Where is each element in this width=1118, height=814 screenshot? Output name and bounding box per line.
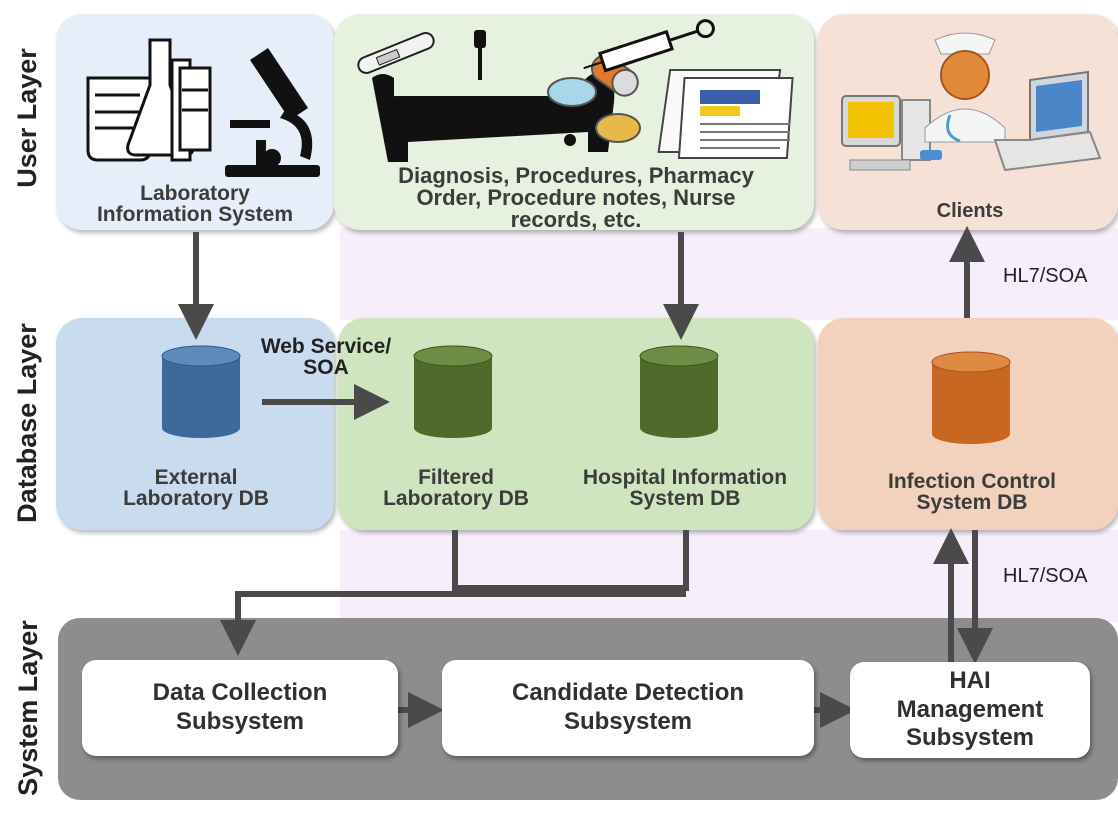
external-lab-db-icon: [161, 345, 241, 438]
layer-band-lower: [340, 530, 1118, 622]
microscope-icon: [225, 48, 320, 177]
lab-information-system-label: Laboratory Information System: [96, 182, 294, 226]
data-collection-subsystem-label: Data Collection Subsystem: [152, 679, 328, 735]
ics-db-icon: [931, 351, 1011, 444]
hai-management-subsystem-label: HAI Management Subsystem: [896, 666, 1044, 752]
data-collection-subsystem[interactable]: Data Collection Subsystem: [82, 660, 398, 756]
external-lab-db-label: External Laboratory DB: [123, 466, 269, 510]
candidate-detection-subsystem-label: Candidate Detection Subsystem: [511, 679, 745, 735]
hl7-soa-lower-label: HL7/SOA: [1003, 565, 1088, 587]
arrows: [178, 226, 993, 728]
his-db-icon: [639, 345, 719, 438]
ics-db-label: Infection Control System DB: [888, 470, 1056, 514]
clients-label: Clients: [936, 200, 1004, 222]
thermometer-icon: [357, 32, 435, 74]
laptop-icon: [993, 70, 1102, 172]
nurse-avatar-icon: [924, 32, 1006, 143]
hai-management-subsystem[interactable]: HAI Management Subsystem: [850, 662, 1090, 758]
hl7-soa-upper-label: HL7/SOA: [1003, 265, 1088, 287]
lab-glassware-icon: [86, 38, 212, 162]
filtered-lab-db-icon: [413, 345, 493, 438]
his-db-label: Hospital Information System DB: [582, 466, 788, 510]
arrow-db-to-data-collection: [452, 530, 689, 591]
filtered-lab-db-label: Filtered Laboratory DB: [383, 466, 529, 510]
records-documents-icon: [657, 69, 794, 159]
candidate-detection-subsystem[interactable]: Candidate Detection Subsystem: [442, 660, 814, 756]
layer-band-upper: [340, 228, 1118, 320]
hospital-records-label: Diagnosis, Procedures, Pharmacy Order, P…: [398, 163, 754, 232]
syringe-icon: [583, 19, 715, 73]
hospital-bed-icon: [372, 30, 615, 162]
web-service-soa-label: Web Service/ SOA: [260, 335, 392, 379]
